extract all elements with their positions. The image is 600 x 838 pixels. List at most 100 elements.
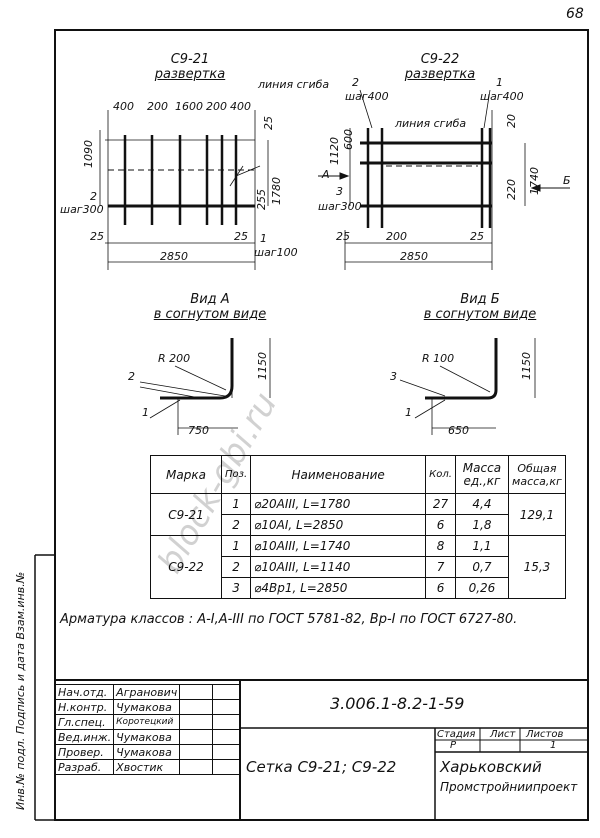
view-a-dim-1150: 1150 xyxy=(256,352,269,380)
view-b-title: Вид Б в согнутом виде xyxy=(423,292,537,322)
left-dim-1: 400 xyxy=(113,100,134,113)
right-dim-25: 25 xyxy=(336,230,350,243)
stage-value: Р xyxy=(450,740,457,751)
left-bend-line: линия сгиба xyxy=(258,78,330,91)
spec-qty: 6 xyxy=(425,514,456,536)
left-dim-25-br: 25 xyxy=(234,230,248,243)
view-b-pos-3: 3 xyxy=(390,370,397,383)
stamp-row: Н.контр.Чумакова xyxy=(54,699,241,715)
left-dim-25-bl: 25 xyxy=(90,230,104,243)
spec-mass: 1,1 xyxy=(454,535,509,557)
spec-total: 15,3 xyxy=(507,535,566,599)
spec-name: ⌀10АIII, L=1740 xyxy=(250,535,427,557)
view-a-title: Вид А в согнутом виде xyxy=(153,292,267,322)
right-pos-2: 2 xyxy=(352,76,359,89)
left-title: С9-21 развертка xyxy=(154,52,226,82)
table-row: 3 ⌀4Вр1, L=2850 6 0,26 xyxy=(151,577,566,599)
left-pos-2: 2 xyxy=(90,190,97,203)
document-code: 3.006.1-8.2-1-59 xyxy=(330,694,465,713)
right-dim-220: 220 xyxy=(505,179,518,200)
stamp-row: Провер.Чумакова xyxy=(54,744,241,760)
arrow-b-label: Б xyxy=(563,174,571,187)
view-b-dim-650: 650 xyxy=(448,424,469,437)
spec-pos: 2 xyxy=(220,514,252,536)
spec-qty: 6 xyxy=(425,577,456,599)
left-dim-25-top: 25 xyxy=(262,116,275,130)
right-dim-20: 20 xyxy=(505,114,518,128)
spec-name: ⌀10АIII, L=1140 xyxy=(250,556,427,578)
organization-name: Харьковский xyxy=(440,758,542,776)
spec-qty: 8 xyxy=(425,535,456,557)
left-dim-1090: 1090 xyxy=(82,140,95,168)
view-a-drawing xyxy=(139,338,271,435)
spec-mark: С9-22 xyxy=(150,535,222,599)
right-mesh-drawing xyxy=(318,89,570,270)
spec-header: Поз. xyxy=(220,455,252,494)
view-b-pos-1: 1 xyxy=(405,406,412,419)
spec-mass: 4,4 xyxy=(454,493,509,515)
page-number: 68 xyxy=(566,6,584,22)
table-row: С9-22 1 ⌀10АIII, L=1740 8 1,1 15,3 xyxy=(150,535,566,599)
right-dim-2850: 2850 xyxy=(400,250,428,263)
sheets-value: 1 xyxy=(550,740,557,751)
right-pos-3: 3 xyxy=(336,185,343,198)
view-b-drawing xyxy=(399,338,536,435)
right-title: С9-22 развертка xyxy=(404,52,476,82)
left-dim-2850: 2850 xyxy=(160,250,188,263)
stamp-row: Разраб.Хвостик xyxy=(54,759,241,775)
sheets-header: Листов xyxy=(526,729,564,740)
spec-name: ⌀10АI, L=2850 xyxy=(250,514,427,536)
right-step-400b: шаг400 xyxy=(480,90,524,103)
view-b-dim-1150: 1150 xyxy=(520,352,533,380)
right-dim-25-r: 25 xyxy=(470,230,484,243)
spec-qty: 7 xyxy=(425,556,456,578)
spec-header: Кол. xyxy=(425,455,456,494)
view-a-radius: R 200 xyxy=(158,352,191,365)
left-dim-255: 255 xyxy=(255,189,268,210)
right-dim-1740: 1740 xyxy=(528,167,541,195)
left-dim-4: 200 xyxy=(206,100,227,113)
spec-mass: 0,26 xyxy=(454,577,509,599)
stamp-row: Нач.отд.Агранович xyxy=(54,684,241,700)
spec-pos: 3 xyxy=(220,577,252,599)
specification-table: Марка Поз. Наименование Кол. Масса ед.,к… xyxy=(150,455,566,599)
view-a-pos-1: 1 xyxy=(142,406,149,419)
spec-name: ⌀4Вр1, L=2850 xyxy=(250,577,427,599)
arrow-a-label: А xyxy=(322,168,330,181)
view-b-radius: R 100 xyxy=(422,352,455,365)
left-step-300: шаг300 xyxy=(60,203,104,216)
left-pos-1: 1 xyxy=(260,232,267,245)
stamp-row: Вед.инж.Чумакова xyxy=(54,729,241,745)
stamp-signatures: Нач.отд.Агранович Н.контр.Чумакова Гл.сп… xyxy=(54,684,241,775)
spec-header: Масса ед.,кг xyxy=(454,455,509,494)
right-dim-600: 600 xyxy=(342,129,355,150)
spec-header-row: Марка Поз. Наименование Кол. Масса ед.,к… xyxy=(150,455,566,494)
spec-pos: 1 xyxy=(220,535,252,557)
spec-pos: 2 xyxy=(220,556,252,578)
stage-header: Стадия xyxy=(437,729,476,740)
right-step-400a: шаг400 xyxy=(345,90,389,103)
stamp-row: Гл.спец.Коротецкий xyxy=(54,714,241,730)
rebar-note: Арматура классов : А-I,А-III по ГОСТ 578… xyxy=(60,612,518,627)
right-dim-1120: 1120 xyxy=(328,137,341,165)
spec-total: 129,1 xyxy=(507,493,566,536)
spec-header: Общая масса,кг xyxy=(507,455,566,494)
view-a-dim-750: 750 xyxy=(188,424,209,437)
side-inventory-strip: Инв.№ подл. Подпись и дата Взам.инв.№ xyxy=(14,571,27,810)
spec-header: Наименование xyxy=(250,455,427,494)
left-dim-5: 400 xyxy=(230,100,251,113)
left-mesh-drawing xyxy=(99,110,269,270)
view-a-pos-2: 2 xyxy=(128,370,135,383)
spec-header: Марка xyxy=(150,455,222,494)
spec-mass: 0,7 xyxy=(454,556,509,578)
drawing-title: Сетка С9-21; С9-22 xyxy=(246,758,397,776)
spec-qty: 27 xyxy=(425,493,456,515)
spec-mass: 1,8 xyxy=(454,514,509,536)
left-step-100: шаг100 xyxy=(254,246,298,259)
table-row: 2 ⌀10АI, L=2850 6 1,8 xyxy=(151,514,566,536)
left-dim-3: 1600 xyxy=(175,100,203,113)
right-dim-200: 200 xyxy=(386,230,407,243)
sheet-header: Лист xyxy=(490,729,516,740)
left-dim-1780: 1780 xyxy=(270,177,283,205)
